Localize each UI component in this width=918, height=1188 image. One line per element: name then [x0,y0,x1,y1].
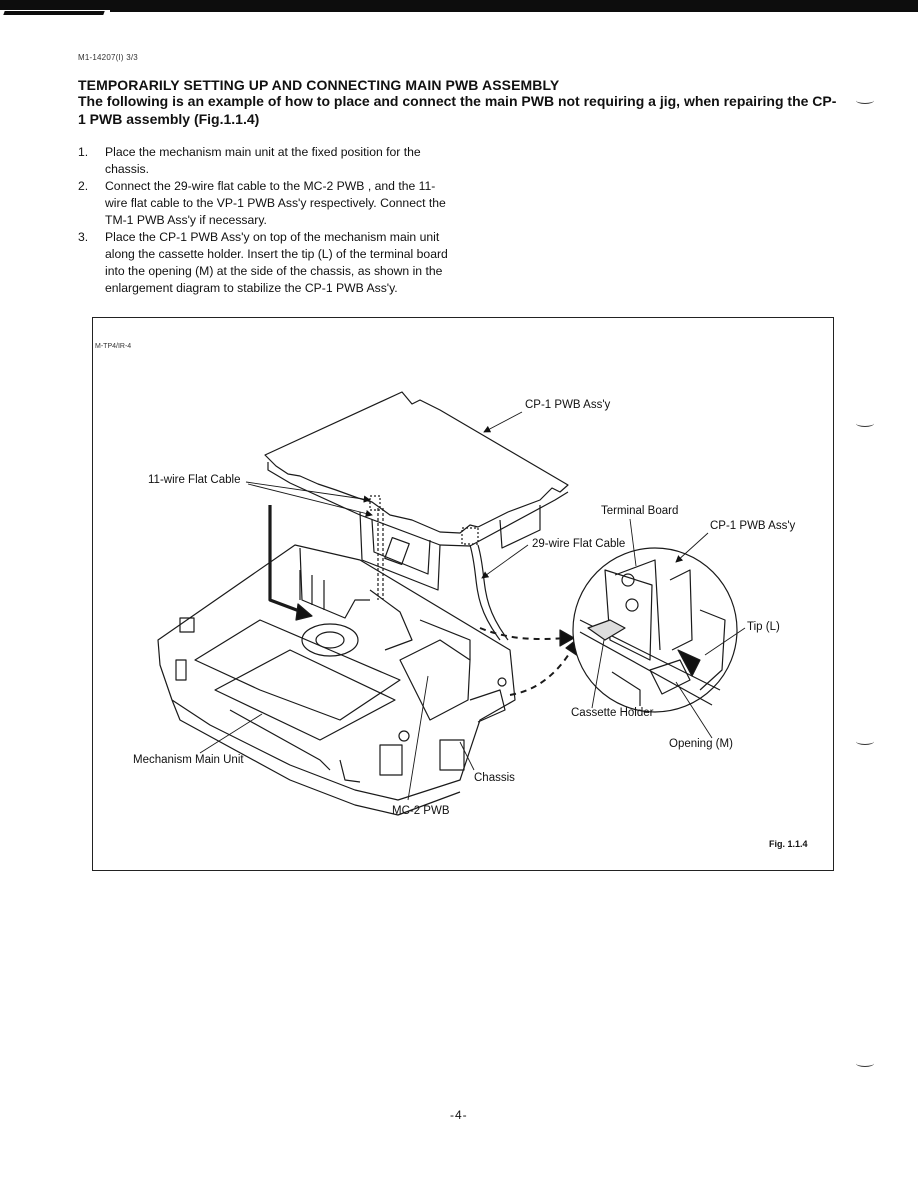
cp1-pwb-board [264,391,569,591]
margin-mark [856,420,874,427]
step-item: 1. Place the mechanism main unit at the … [78,144,448,178]
step-item: 2. Connect the 29-wire flat cable to the… [78,178,448,229]
step-number: 1. [78,145,89,159]
flat-cables [369,508,509,651]
step-item: 3. Place the CP-1 PWB Ass'y on top of th… [78,229,448,297]
enlargement-detail [572,547,738,713]
figure-caption: Fig. 1.1.4 [769,839,808,849]
figure-code: M-TP4/IR-4 [95,343,132,350]
procedure-steps: 1. Place the mechanism main unit at the … [78,144,448,297]
margin-mark [856,738,874,745]
margin-mark [856,1060,874,1067]
label-chassis: Chassis [474,772,515,784]
step-text: Place the CP-1 PWB Ass'y on top of the m… [105,230,448,295]
label-mc2-pwb: MC-2 PWB [392,805,450,817]
top-border-gap [0,10,110,20]
label-11-wire-cable: 11-wire Flat Cable [148,474,241,486]
placement-arrow [268,505,313,621]
document-id: M1-14207(I) 3/3 [78,53,138,62]
top-border-bar [0,0,918,12]
label-terminal-board: Terminal Board [601,505,679,517]
section-heading: TEMPORARILY SETTING UP AND CONNECTING MA… [78,77,560,93]
step-number: 2. [78,179,89,193]
step-text: Connect the 29-wire flat cable to the MC… [105,179,446,227]
mechanism-chassis [157,544,516,816]
detail-pointer-arrows [479,627,579,696]
label-cp1-pwb-detail: CP-1 PWB Ass'y [710,520,796,532]
label-cp1-pwb-top: CP-1 PWB Ass'y [525,399,611,411]
label-opening-m: Opening (M) [669,738,733,750]
margin-mark [856,97,874,104]
section-intro: The following is an example of how to pl… [78,93,837,127]
page-number: -4- [450,1108,468,1122]
leader-lines [199,411,746,801]
label-tip-l: Tip (L) [747,621,780,633]
figure-frame [92,317,834,871]
label-29-wire-cable: 29-wire Flat Cable [532,538,626,550]
label-cassette-holder: Cassette Holder [571,707,654,719]
step-number: 3. [78,230,89,244]
step-text: Place the mechanism main unit at the fix… [105,145,421,176]
label-mechanism-main-unit: Mechanism Main Unit [133,754,244,766]
